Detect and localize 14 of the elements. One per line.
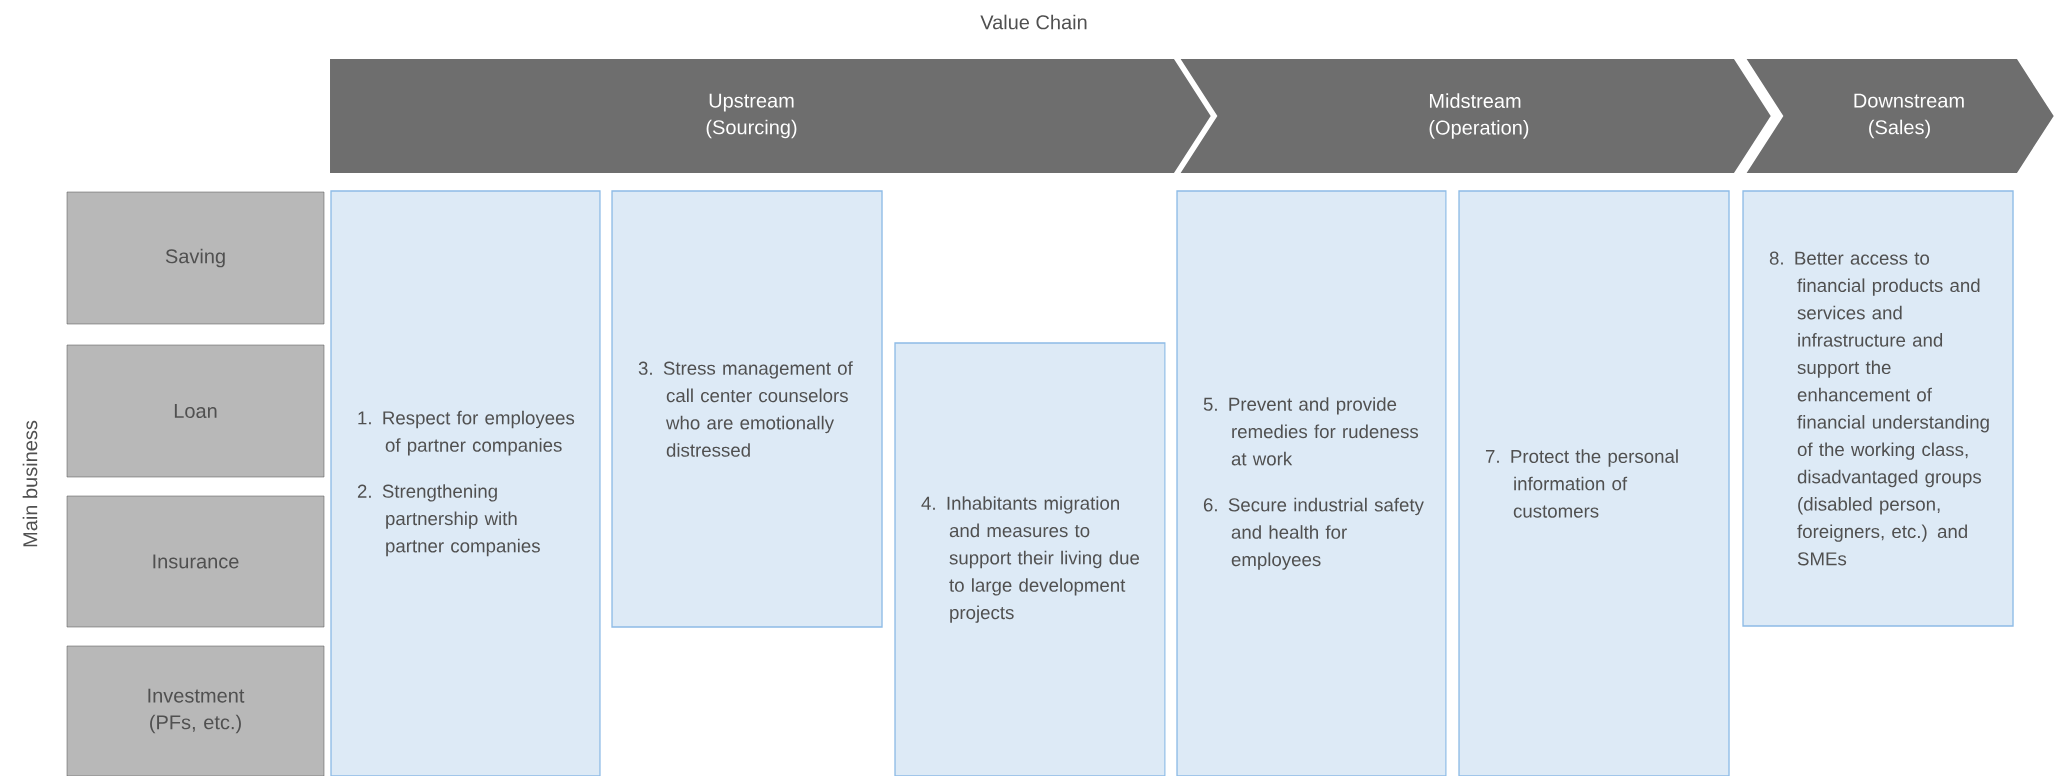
stage-banner: Upstream (Sourcing) (326, 55, 1216, 177)
business-box: Investment (PFs, etc.) (66, 645, 325, 776)
issue-box: 1. Respect for employees of partner companies 2. Strengthening partnership with partner companies (330, 190, 601, 776)
issue-box: 5. Prevent and provide remedies for rudeness at work 6. Secure industrial safety and health for employees (1176, 190, 1447, 776)
business-box: Loan (66, 344, 325, 478)
title: Value Chain (980, 14, 1087, 30)
axis-label: Main business (22, 420, 38, 547)
business-box: Saving (66, 191, 325, 325)
business-box: Insurance (66, 495, 325, 628)
issue-box: 8. Better access to financial products and services and infrastructure and support the enhancement of financial understanding of the working class, disadvantaged groups (disabled person, foreigners, etc.) and SMEs (1742, 190, 2014, 627)
issue-box: 4. Inhabitants migration and measures to support their living due to large development projects (894, 342, 1166, 776)
issue-box: 7. Protect the personal information of customers (1458, 190, 1730, 776)
issue-box: 3. Stress management of call center counselors who are emotionally distressed (611, 190, 883, 628)
node-label: Downstream (Sales) (1854, 93, 1964, 139)
